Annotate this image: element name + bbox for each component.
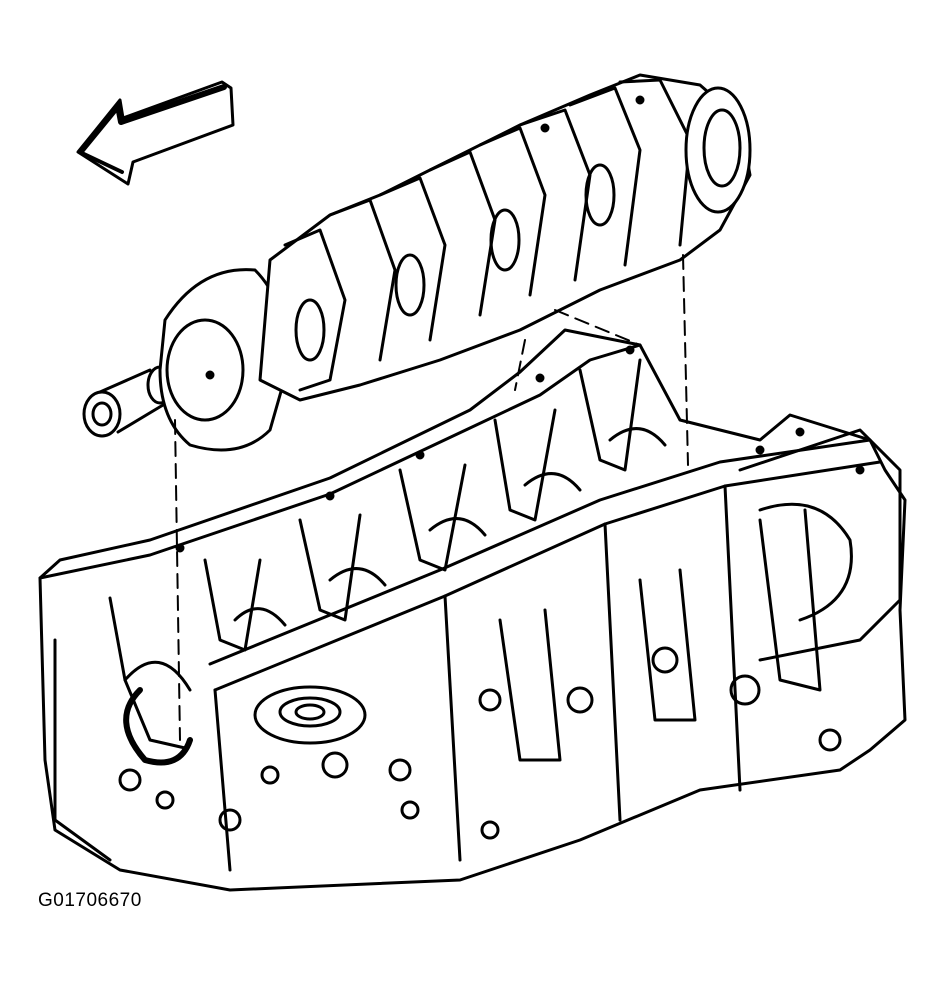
arrow-left-icon <box>76 80 235 186</box>
figure-id-label: G01706670 <box>38 890 142 911</box>
crankshaft <box>82 73 752 452</box>
alignment-lines <box>174 254 689 741</box>
engine-block <box>38 328 907 892</box>
